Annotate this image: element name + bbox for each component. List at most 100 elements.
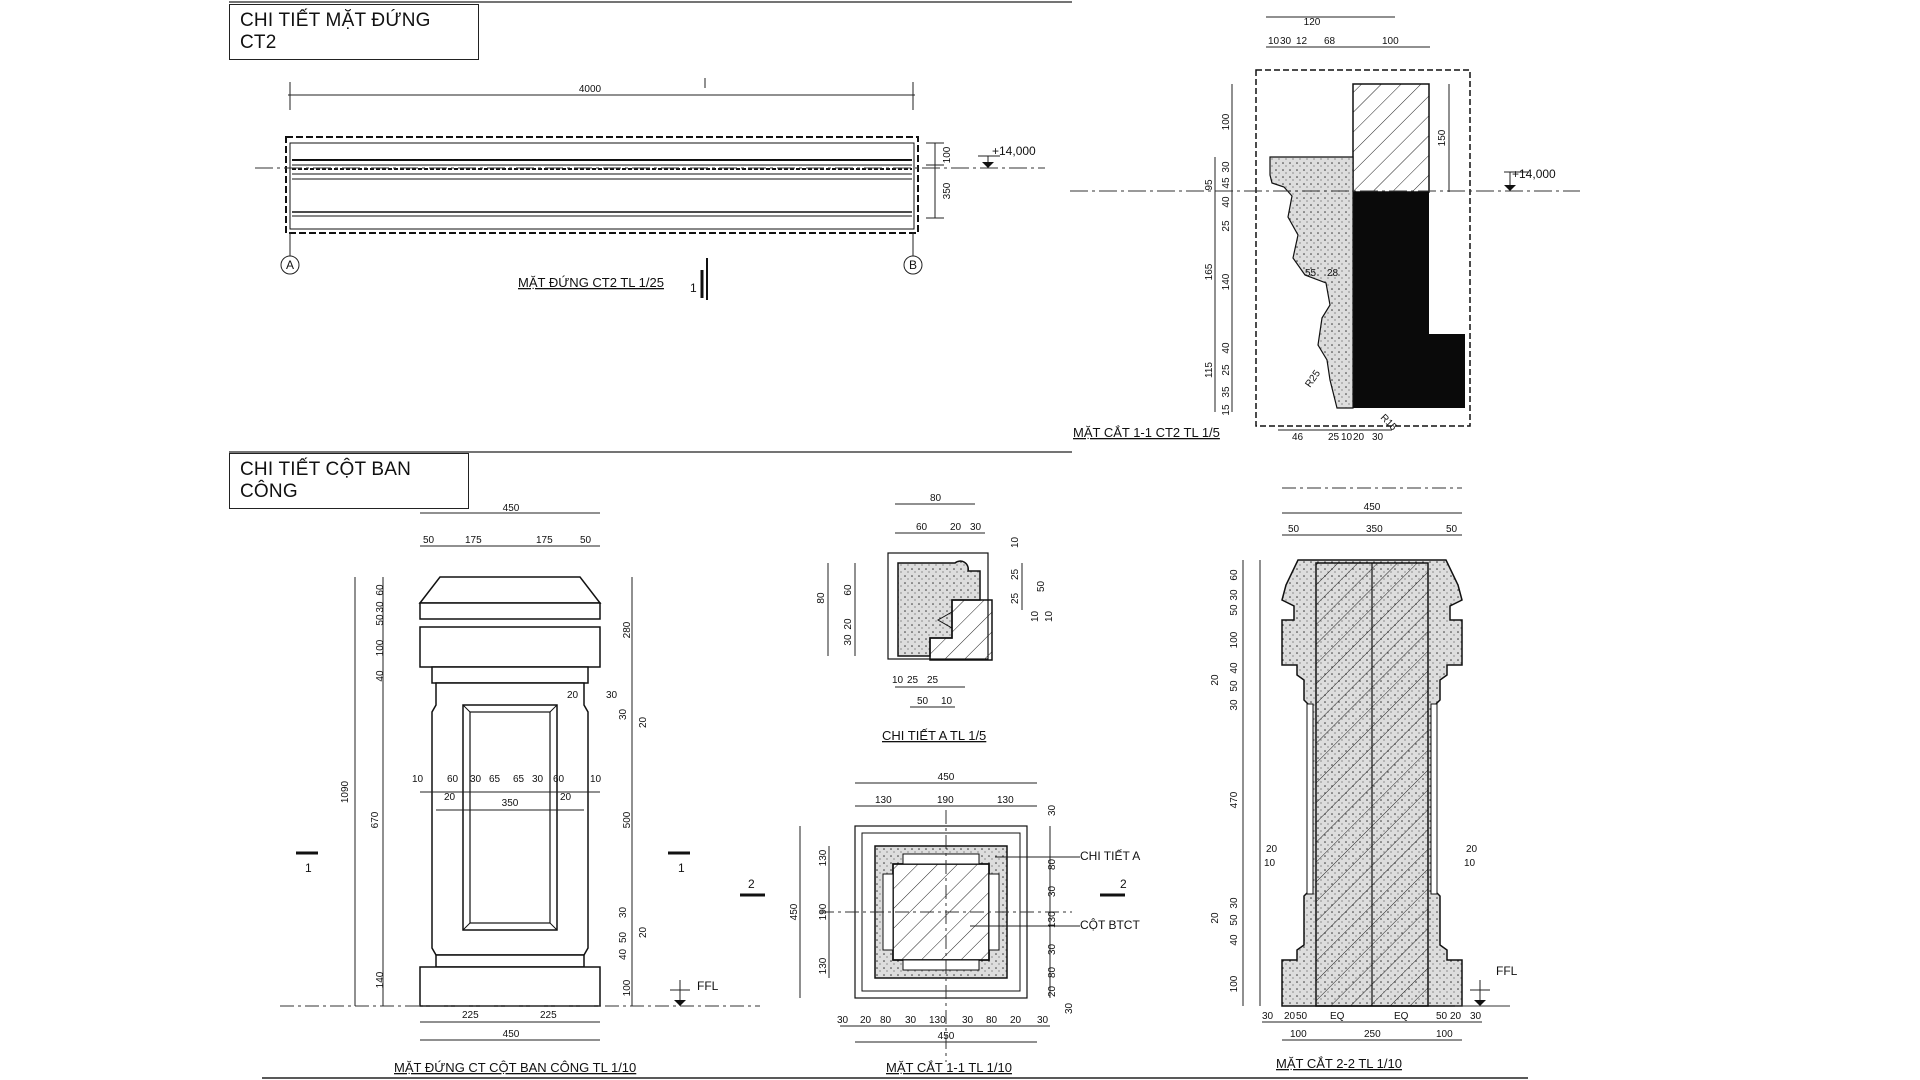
dimension-label: 80 xyxy=(930,493,942,504)
dimension-label: 140 xyxy=(375,971,386,988)
label-chi-tiet-a: CHI TIẾT A xyxy=(1080,848,1140,863)
level-mark-left: +14,000 xyxy=(992,144,1036,158)
dimension-label: 20 xyxy=(1353,432,1365,443)
dimension-label: 50 xyxy=(1288,524,1300,535)
caption-col-sec22: MẶT CẮT 2-2 TL 1/10 xyxy=(1276,1056,1402,1071)
caption-col-sec11: MẶT CẮT 1-1 TL 1/10 xyxy=(886,1060,1012,1075)
dimension-label: 1090 xyxy=(340,780,351,803)
dimension-label: 130 xyxy=(929,1015,946,1026)
eq-right: EQ xyxy=(1394,1011,1409,1022)
dimension-label: 40 xyxy=(1221,342,1232,354)
dimension-label: 95 xyxy=(1204,179,1215,191)
dimension-label: 20 xyxy=(1284,1011,1296,1022)
dimension-label: 60 xyxy=(447,774,459,785)
dimension-label: 46 xyxy=(1292,432,1304,443)
dimension-label: 20 xyxy=(444,792,456,803)
section-title-facade: CHI TIẾT MẶT ĐỨNG CT2 xyxy=(229,4,479,60)
dimension-label: 20 xyxy=(638,716,649,728)
dimension-label: 20 xyxy=(1210,912,1221,924)
dimension-label: 10 xyxy=(590,774,602,785)
dimension-label: 68 xyxy=(1324,36,1336,47)
dimension-label: 30 xyxy=(970,522,982,533)
dimension-label: 30 xyxy=(532,774,544,785)
dimension-label: 30 xyxy=(1470,1011,1482,1022)
radius-r25: R25 xyxy=(1303,368,1323,390)
caption-sec11-ct2: MẶT CẮT 1-1 CT2 TL 1/5 xyxy=(1073,425,1220,440)
dimension-label: 25 xyxy=(927,675,939,686)
dimension-label: 450 xyxy=(938,772,955,783)
dimension-label: 10 xyxy=(412,774,424,785)
dimension-label: 450 xyxy=(503,1029,520,1040)
dimension-label: 30 xyxy=(837,1015,849,1026)
caption-elev-ct2: MẶT ĐỨNG CT2 TL 1/25 xyxy=(518,275,664,290)
dimension-label: 10 xyxy=(941,696,953,707)
dimension-label: 350 xyxy=(942,182,953,199)
dimension-label: 30 xyxy=(618,906,629,918)
dimension-label: 100 xyxy=(1229,975,1240,992)
dimension-label: 50 xyxy=(1436,1011,1448,1022)
dimension-label: 30 xyxy=(1064,1002,1075,1014)
dimension-label: 350 xyxy=(1366,524,1383,535)
dimension-label: 20 xyxy=(567,690,579,701)
dimension-label: 80 xyxy=(1047,966,1058,978)
dimension-label: 250 xyxy=(1364,1029,1381,1040)
dimension-label: 10 xyxy=(1010,536,1021,548)
dimension-label: 50 xyxy=(1229,914,1240,926)
grid-a: A xyxy=(286,258,294,272)
section-mark-1-right: 1 xyxy=(678,861,685,875)
dimension-label: 100 xyxy=(622,979,633,996)
dimension-label: 80 xyxy=(1047,858,1058,870)
dimension-label: 500 xyxy=(622,811,633,828)
dimension-label: 40 xyxy=(618,948,629,960)
dimension-label: 10 xyxy=(1341,432,1353,443)
dimension-label: 30 xyxy=(1229,897,1240,909)
section-mark-2-right: 2 xyxy=(1120,877,1127,891)
dimension-label: 30 xyxy=(1229,699,1240,711)
dimension-label: 25 xyxy=(1221,220,1232,232)
dimension-label: 50 xyxy=(917,696,929,707)
section-title-balcony-column: CHI TIẾT CỘT BAN CÔNG xyxy=(229,453,469,509)
column-elevation: 450 50 175 175 50 1090 670 60 30 50 100 … xyxy=(280,503,760,1075)
dimension-label: 100 xyxy=(1221,113,1232,130)
dimension-label: 50 xyxy=(1229,680,1240,692)
dimension-label: 225 xyxy=(540,1010,557,1021)
caption-col-elev: MẶT ĐỨNG CT CỘT BAN CÔNG TL 1/10 xyxy=(394,1060,636,1075)
dimension-label: 30 xyxy=(1229,589,1240,601)
dimension-label: 28 xyxy=(1327,268,1339,279)
dimension-label: 65 xyxy=(489,774,501,785)
dimension-label: 30 xyxy=(905,1015,917,1026)
dimension-label: 10 xyxy=(1464,858,1476,869)
dimension-label: 100 xyxy=(1436,1029,1453,1040)
dimension-label: 50 xyxy=(580,535,592,546)
dimension-label: 100 xyxy=(375,639,386,656)
grid-b: B xyxy=(909,258,917,272)
dimension-label: 470 xyxy=(1229,791,1240,808)
dimension-label: 100 xyxy=(1229,631,1240,648)
dimension-label: 10 xyxy=(1030,610,1041,622)
dimension-label: 65 xyxy=(513,774,525,785)
detail-a: 80 60 20 30 80 60 20 30 10 25 25 50 10 1… xyxy=(816,493,1055,743)
dimension-label: 10 xyxy=(892,675,904,686)
dimension-label: 30 xyxy=(1047,943,1058,955)
dimension-label: 20 xyxy=(1210,674,1221,686)
dimension-label: 20 xyxy=(1047,985,1058,997)
dimension-label: 30 xyxy=(1372,432,1384,443)
dimension-label: 150 xyxy=(1437,129,1448,146)
dimension-label: 175 xyxy=(536,535,553,546)
dimension-label: 20 xyxy=(1266,844,1278,855)
dimension-label: 50 xyxy=(423,535,435,546)
dimension-label: 450 xyxy=(938,1031,955,1042)
dimension-label: 30 xyxy=(618,708,629,720)
dimension-label: 30 xyxy=(1280,36,1292,47)
dimension-label: 40 xyxy=(1229,934,1240,946)
dimension-label: 10 xyxy=(1264,858,1276,869)
dimension-label: 120 xyxy=(1304,17,1321,28)
dimension-label: 280 xyxy=(622,621,633,638)
dimension-label: 30 xyxy=(470,774,482,785)
dimension-label: 350 xyxy=(502,798,519,809)
section-1-1-ct2: 120 10 30 12 68 100 +14,000 100 30 45 40… xyxy=(1070,16,1580,443)
dimension-label: 30 xyxy=(1262,1011,1274,1022)
dimension-label: 25 xyxy=(1010,592,1021,604)
dimension-label: 50 xyxy=(618,931,629,943)
dimension-label: 100 xyxy=(1290,1029,1307,1040)
